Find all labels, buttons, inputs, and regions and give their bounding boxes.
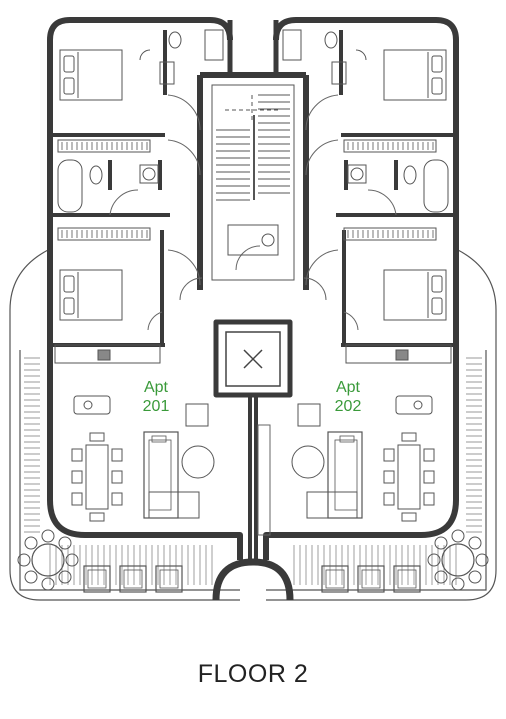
kitchen-counters — [54, 344, 452, 427]
wardrobe-icon — [57, 139, 151, 153]
lounger-icon — [155, 565, 183, 593]
lounger-icon — [321, 565, 349, 593]
bathroom-fixtures — [57, 29, 449, 213]
apartment-name: Apt — [335, 379, 360, 396]
lounger-icon — [393, 565, 421, 593]
bed-icon — [59, 269, 123, 321]
dining-table-icon — [71, 432, 123, 522]
wardrobe-icon — [343, 139, 437, 153]
stairwell — [211, 84, 295, 281]
apartment-number: 202 — [334, 398, 362, 415]
apartment-label-202: Apt 202 — [318, 378, 378, 416]
wardrobe-icon — [343, 227, 437, 241]
wardrobe-icon — [57, 227, 151, 241]
sofa-icon — [306, 431, 363, 519]
lounger-icon — [357, 565, 385, 593]
lift — [225, 331, 281, 387]
apartment-label-201: Apt 201 — [126, 378, 186, 416]
sofa-icon — [143, 431, 200, 519]
bed-icon — [59, 49, 123, 101]
apartment-number: 201 — [142, 398, 170, 415]
lounger-icon — [83, 565, 111, 593]
door-swings — [109, 94, 397, 331]
bed-icon — [383, 269, 447, 321]
entry-arch — [212, 558, 294, 601]
floor-title: FLOOR 2 — [197, 660, 309, 688]
dining-table-icon — [383, 432, 435, 522]
lounger-icon — [119, 565, 147, 593]
coffee-table-icon — [181, 445, 215, 479]
bed-icon — [383, 49, 447, 101]
round-table-icon — [17, 529, 79, 591]
deck-hatch-left — [24, 357, 213, 585]
apartment-name: Apt — [143, 379, 168, 396]
terrace — [9, 249, 497, 601]
coffee-table-icon — [291, 445, 325, 479]
round-table-icon — [427, 529, 489, 591]
exterior-walls — [47, 17, 459, 560]
floor-plan — [9, 17, 497, 601]
